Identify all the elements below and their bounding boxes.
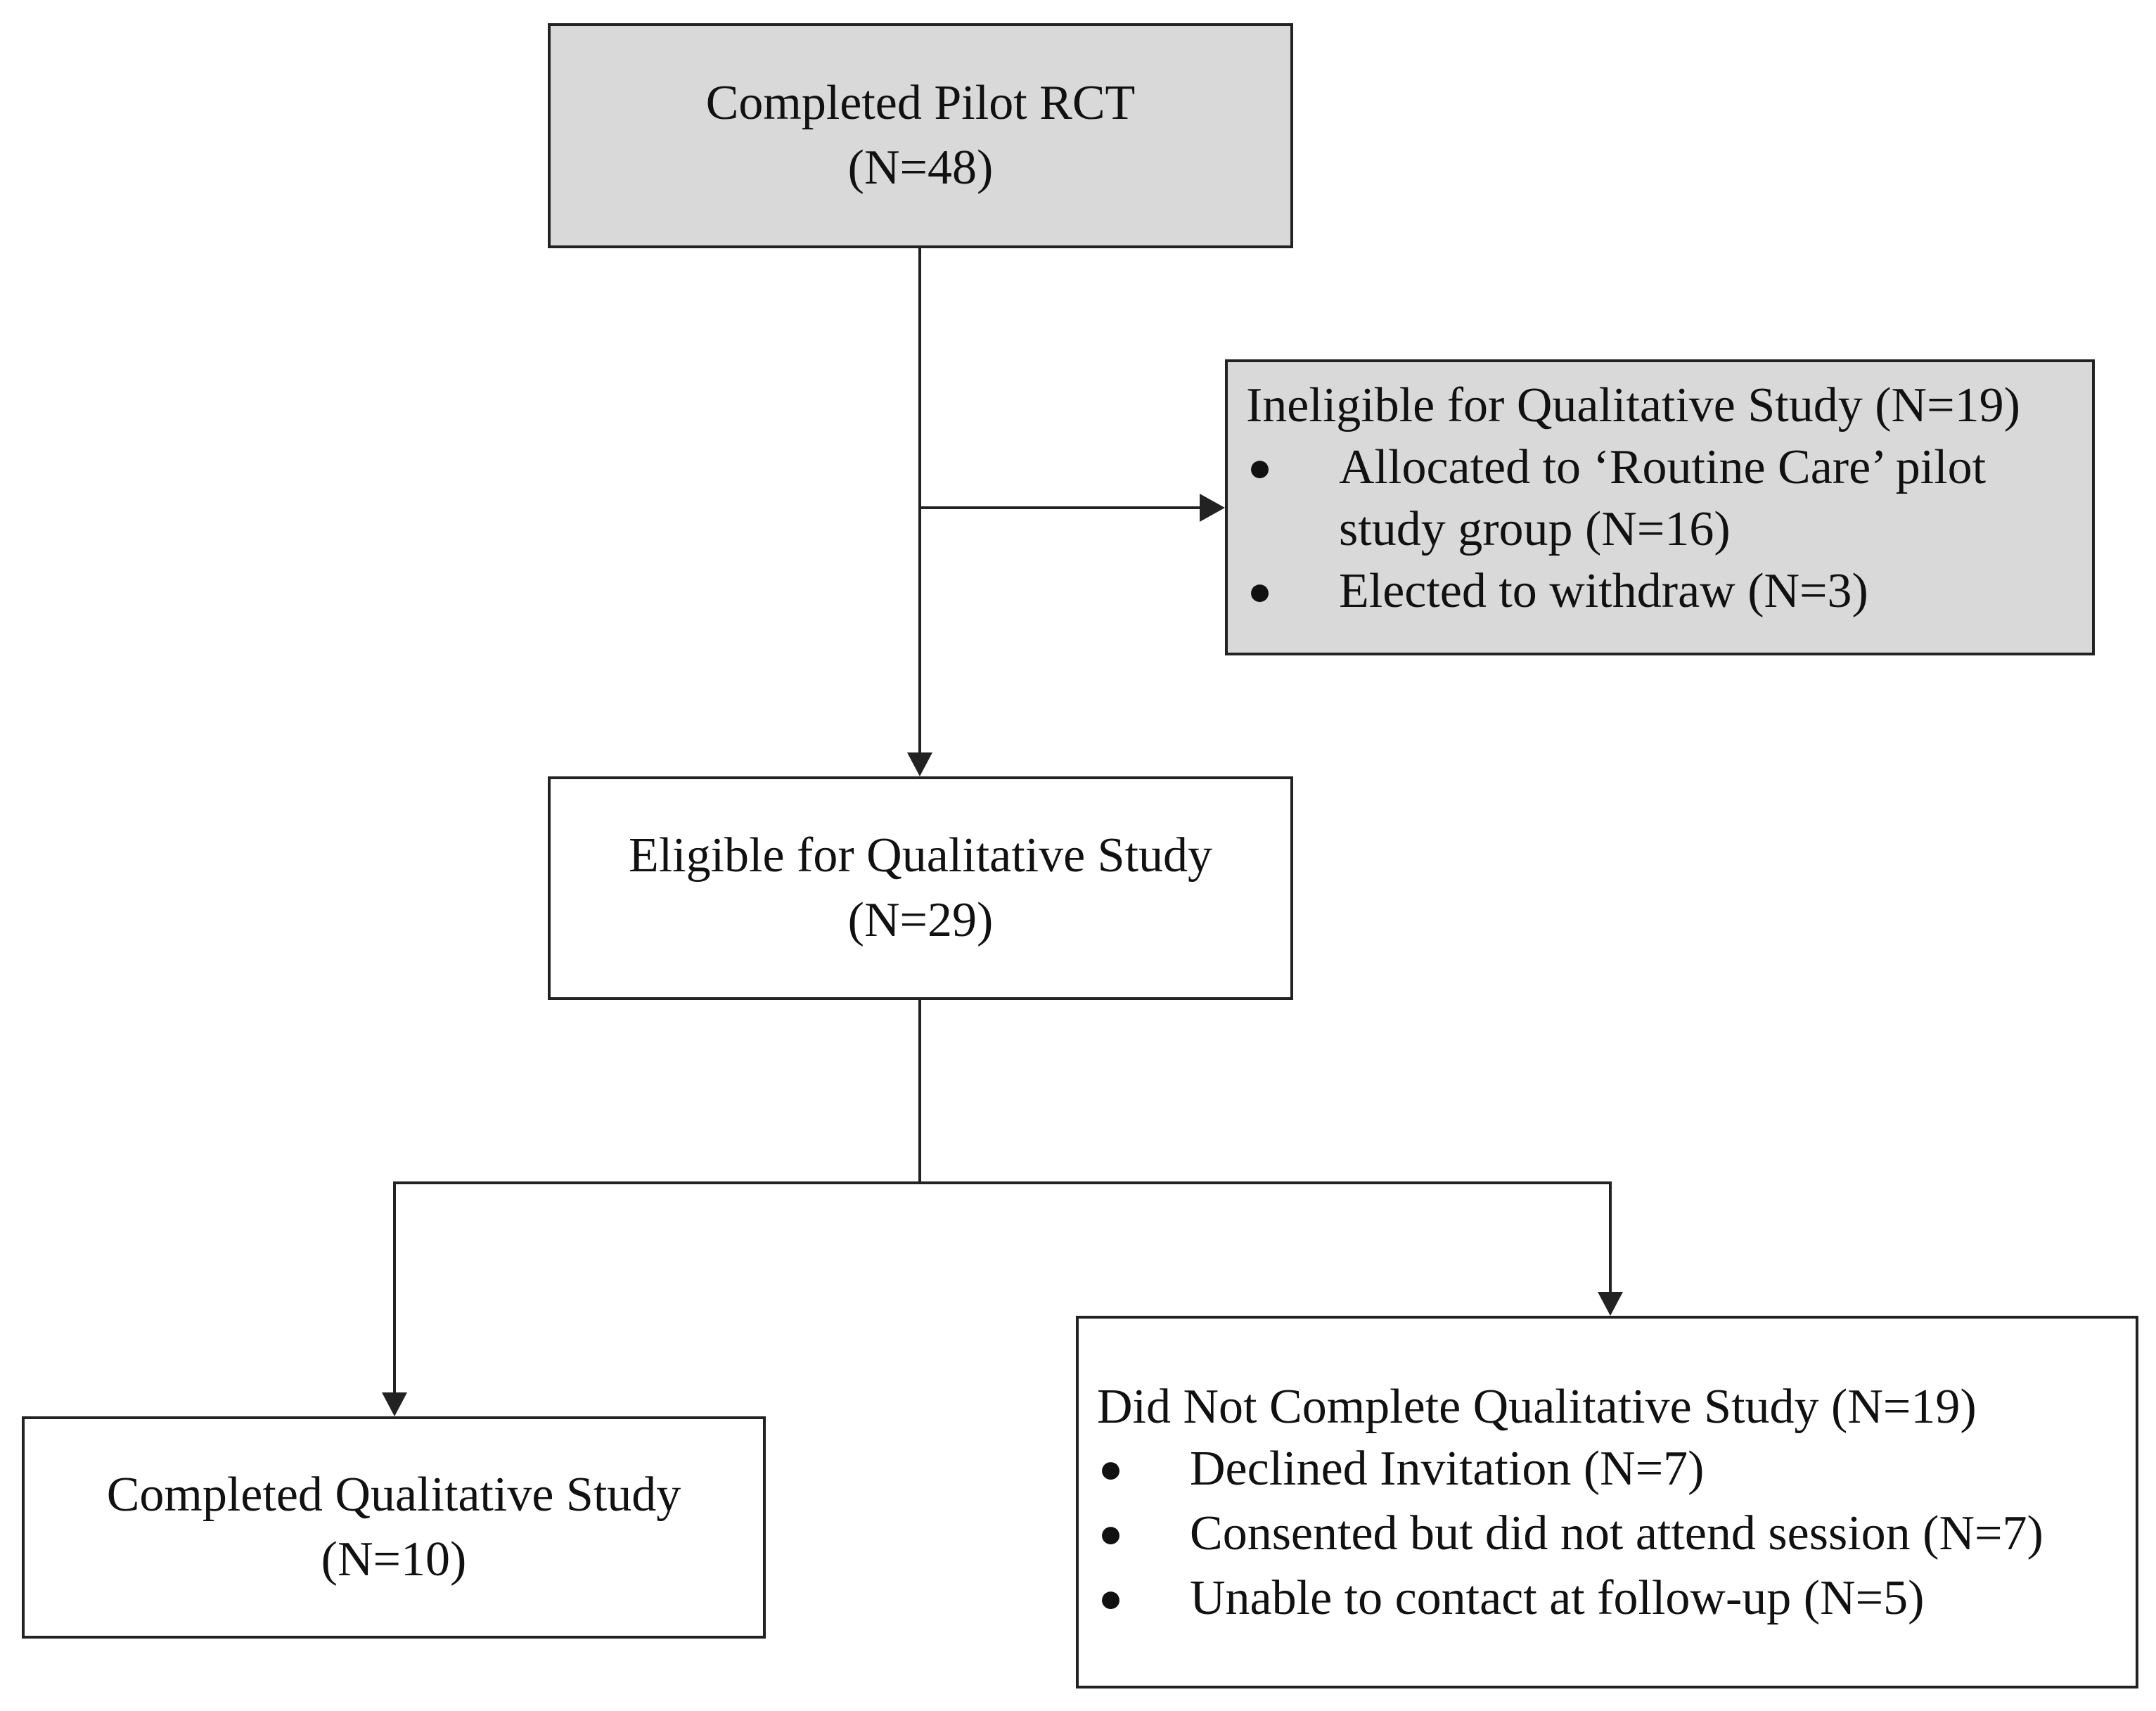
completed-qualitative-title: Completed Qualitative Study xyxy=(106,1468,681,1522)
did-not-complete-list: ● Declined Invitation (N=7) ● Consented … xyxy=(1097,1438,2117,1629)
list-item: ● Unable to contact at follow-up (N=5) xyxy=(1097,1568,2117,1629)
list-item: ● Consented but did not attend session (… xyxy=(1097,1503,2117,1565)
ineligible-item-routine-care: Allocated to ‘Routine Care’ pilot study … xyxy=(1339,440,1987,556)
arrowhead-eligible xyxy=(907,752,932,776)
bullet-icon: ● xyxy=(1098,1511,1124,1556)
list-item: ● Elected to withdraw (N=3) xyxy=(1246,560,2074,622)
arrowhead-completed-qualitative xyxy=(382,1392,407,1416)
bullet-icon: ● xyxy=(1098,1446,1124,1492)
did-not-complete-item-no-attend: Consented but did not attend session (N=… xyxy=(1190,1506,2043,1561)
did-not-complete-heading: Did Not Complete Qualitative Study (N=19… xyxy=(1097,1380,1977,1434)
completed-qualitative-count: (N=10) xyxy=(321,1532,467,1587)
eligible-count: (N=29) xyxy=(847,893,994,947)
ineligible-list: ● Allocated to ‘Routine Care’ pilot stud… xyxy=(1246,437,2074,622)
did-not-complete-box: Did Not Complete Qualitative Study (N=19… xyxy=(1076,1316,2138,1688)
did-not-complete-item-declined: Declined Invitation (N=7) xyxy=(1190,1442,1705,1496)
completed-pilot-box: Completed Pilot RCT (N=48) xyxy=(548,23,1293,248)
completed-qualitative-box: Completed Qualitative Study (N=10) xyxy=(22,1416,766,1639)
eligible-box: Eligible for Qualitative Study (N=29) xyxy=(548,776,1293,1000)
ineligible-box: Ineligible for Qualitative Study (N=19) … xyxy=(1225,359,2095,655)
bullet-icon: ● xyxy=(1247,568,1273,614)
ineligible-item-withdraw: Elected to withdraw (N=3) xyxy=(1339,564,1868,618)
completed-pilot-count: (N=48) xyxy=(847,141,994,195)
arrowhead-did-not-complete xyxy=(1598,1292,1623,1316)
completed-pilot-title: Completed Pilot RCT xyxy=(705,76,1136,130)
arrowhead-ineligible xyxy=(1200,494,1225,522)
list-item: ● Allocated to ‘Routine Care’ pilot stud… xyxy=(1246,437,2074,560)
eligible-title: Eligible for Qualitative Study xyxy=(628,828,1213,883)
list-item: ● Declined Invitation (N=7) xyxy=(1097,1438,2117,1500)
ineligible-heading: Ineligible for Qualitative Study (N=19) xyxy=(1246,378,2020,432)
bullet-icon: ● xyxy=(1098,1575,1124,1621)
bullet-icon: ● xyxy=(1247,444,1273,490)
did-not-complete-item-unable-contact: Unable to contact at follow-up (N=5) xyxy=(1190,1571,1925,1625)
